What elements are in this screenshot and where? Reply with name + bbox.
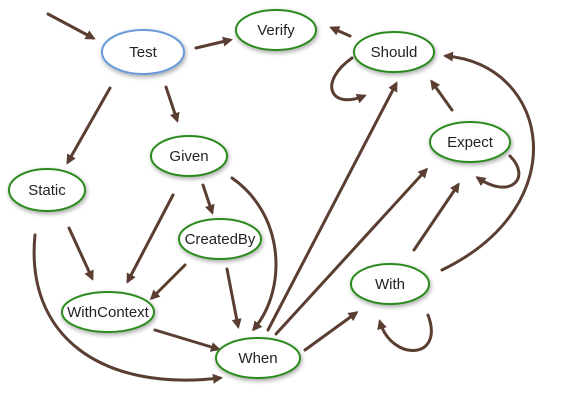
- node-static-ellipse: [8, 168, 86, 212]
- edge-test-to-verify: [194, 36, 233, 50]
- node-static-label: Static: [28, 182, 66, 199]
- node-with-label: With: [375, 276, 405, 293]
- node-test-label: Test: [129, 44, 157, 61]
- edge-should-to-should: [330, 56, 367, 104]
- edge-with-to-expect: [412, 182, 460, 252]
- node-given-label: Given: [169, 148, 208, 165]
- node-should-label: Should: [371, 44, 418, 61]
- node-verify-label: Verify: [257, 22, 295, 39]
- edge-expect-to-expect: [475, 154, 521, 189]
- edge-entry-to-test: [46, 12, 96, 40]
- node-verify: Verify: [235, 9, 317, 51]
- node-test-ellipse: [101, 29, 185, 75]
- edge-expect-to-should: [430, 79, 454, 112]
- node-given-ellipse: [150, 135, 228, 177]
- edge-given-to-createdby: [201, 183, 215, 215]
- edge-createdby-to-withcontext: [149, 263, 187, 301]
- node-verify-ellipse: [235, 9, 317, 51]
- edge-with-to-should: [440, 51, 535, 272]
- edge-test-to-given: [164, 85, 180, 123]
- node-withcontext-ellipse: [61, 291, 155, 333]
- edge-test-to-static: [66, 86, 112, 165]
- edge-should-to-verify: [329, 26, 352, 38]
- node-should: Should: [353, 31, 435, 73]
- edge-given-to-when: [230, 176, 278, 332]
- edges-layer: [32, 12, 535, 384]
- edge-when-to-expect: [274, 167, 429, 336]
- node-createdby-ellipse: [178, 218, 262, 260]
- node-with-ellipse: [350, 263, 430, 305]
- node-createdby: CreatedBy: [178, 218, 262, 260]
- node-createdby-label: CreatedBy: [185, 231, 256, 248]
- node-should-ellipse: [353, 31, 435, 73]
- edge-with-to-with: [377, 313, 433, 352]
- node-static: Static: [8, 168, 86, 212]
- node-withcontext: WithContext: [61, 291, 155, 333]
- edge-when-to-should: [266, 81, 398, 332]
- node-when-label: When: [238, 350, 277, 367]
- node-expect: Expect: [429, 121, 511, 163]
- node-expect-label: Expect: [447, 134, 494, 151]
- node-expect-ellipse: [429, 121, 511, 163]
- edge-static-to-when: [32, 233, 223, 384]
- node-withcontext-label: WithContext: [67, 304, 150, 321]
- edge-static-to-withcontext: [67, 226, 94, 281]
- node-with: With: [350, 263, 430, 305]
- node-test: Test: [101, 29, 185, 75]
- node-when: When: [215, 337, 301, 379]
- node-given: Given: [150, 135, 228, 177]
- edge-given-to-withcontext: [126, 193, 175, 284]
- edge-createdby-to-when: [225, 267, 242, 329]
- edge-when-to-with: [303, 311, 359, 352]
- node-when-ellipse: [215, 337, 301, 379]
- edge-withcontext-to-when: [153, 328, 221, 352]
